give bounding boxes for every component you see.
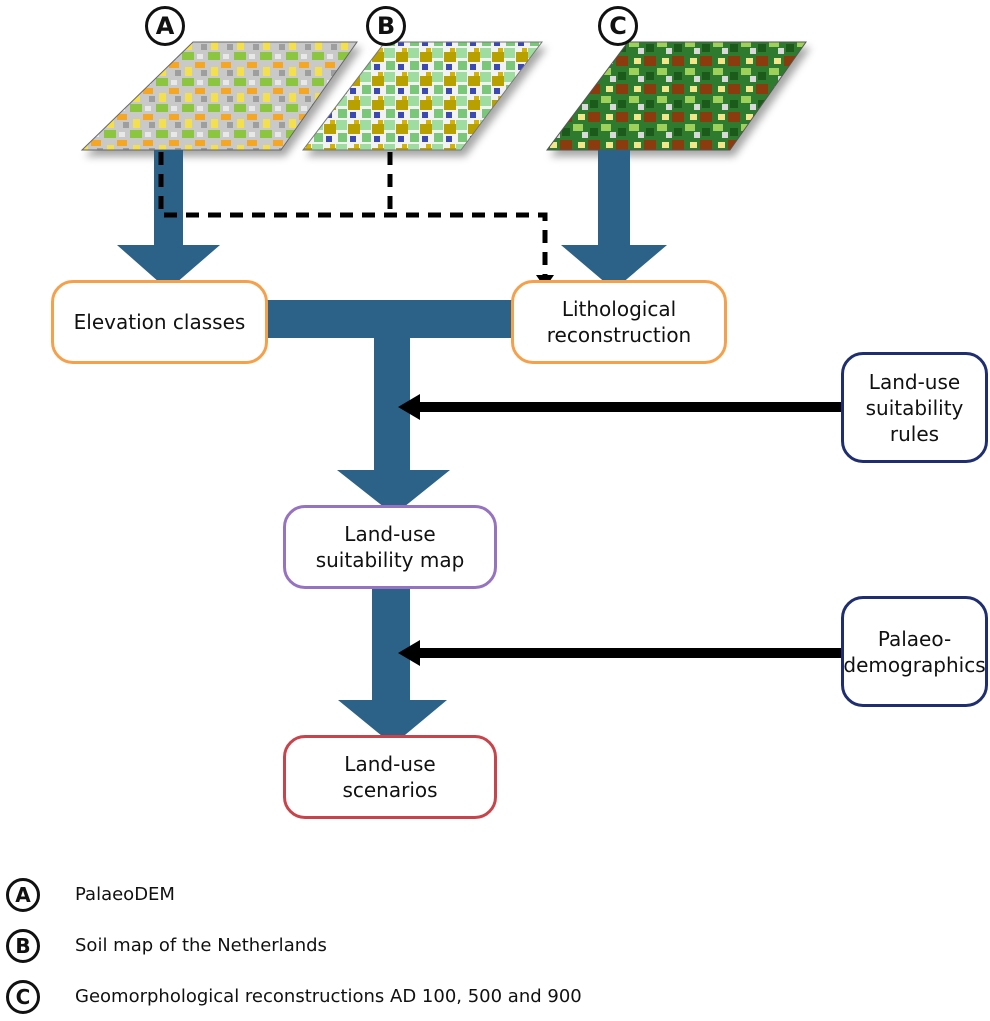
lithological-reconstruction-label: Lithological reconstruction bbox=[546, 297, 692, 347]
elevation-classes-label: Elevation classes bbox=[73, 310, 246, 334]
map-c-label: C bbox=[598, 6, 638, 46]
palaeo-demographics-box: Palaeo- demographics bbox=[841, 596, 988, 707]
palaeo-demographics-label: Palaeo- demographics bbox=[843, 626, 986, 677]
elevation-classes-box: Elevation classes bbox=[51, 280, 268, 364]
input-arrows bbox=[398, 394, 843, 666]
arrow-c-to-lithological bbox=[561, 150, 667, 290]
palaeo-arrow-shaft bbox=[418, 648, 843, 658]
flow-arrows bbox=[117, 150, 667, 745]
rules-arrow-head bbox=[398, 394, 420, 420]
land-use-suitability-map-box: Land-use suitability map bbox=[283, 505, 497, 589]
palaeodem-map-thumbnail bbox=[80, 41, 358, 151]
dashed-connector bbox=[158, 152, 548, 278]
legend-b-key: B bbox=[6, 929, 40, 963]
legend-c-text: Geomorphological reconstructions AD 100,… bbox=[75, 986, 582, 1007]
legend-b-text: Soil map of the Netherlands bbox=[75, 935, 327, 956]
land-use-scenarios-label: Land-use scenarios bbox=[342, 752, 438, 802]
land-use-suitability-rules-box: Land-use suitability rules bbox=[841, 352, 988, 463]
arrow-to-suitability-map bbox=[262, 300, 515, 515]
soil-map-thumbnail bbox=[301, 41, 543, 151]
legend-a-key: A bbox=[6, 878, 40, 912]
rules-arrow-shaft bbox=[418, 402, 843, 412]
geomorphology-map-thumbnail bbox=[546, 41, 807, 151]
map-b-label: B bbox=[366, 6, 406, 46]
legend-c-key: C bbox=[6, 980, 40, 1014]
lithological-reconstruction-box: Lithological reconstruction bbox=[511, 280, 727, 364]
land-use-scenarios-box: Land-use scenarios bbox=[283, 735, 497, 819]
arrow-map-to-scenarios bbox=[338, 585, 447, 745]
land-use-suitability-rules-label: Land-use suitability rules bbox=[865, 369, 964, 446]
palaeo-arrow-head bbox=[398, 640, 420, 666]
map-a-label: A bbox=[145, 6, 185, 46]
legend-a-text: PalaeoDEM bbox=[75, 884, 175, 905]
arrow-a-to-elevation bbox=[117, 150, 220, 290]
land-use-suitability-map-label: Land-use suitability map bbox=[315, 522, 465, 572]
